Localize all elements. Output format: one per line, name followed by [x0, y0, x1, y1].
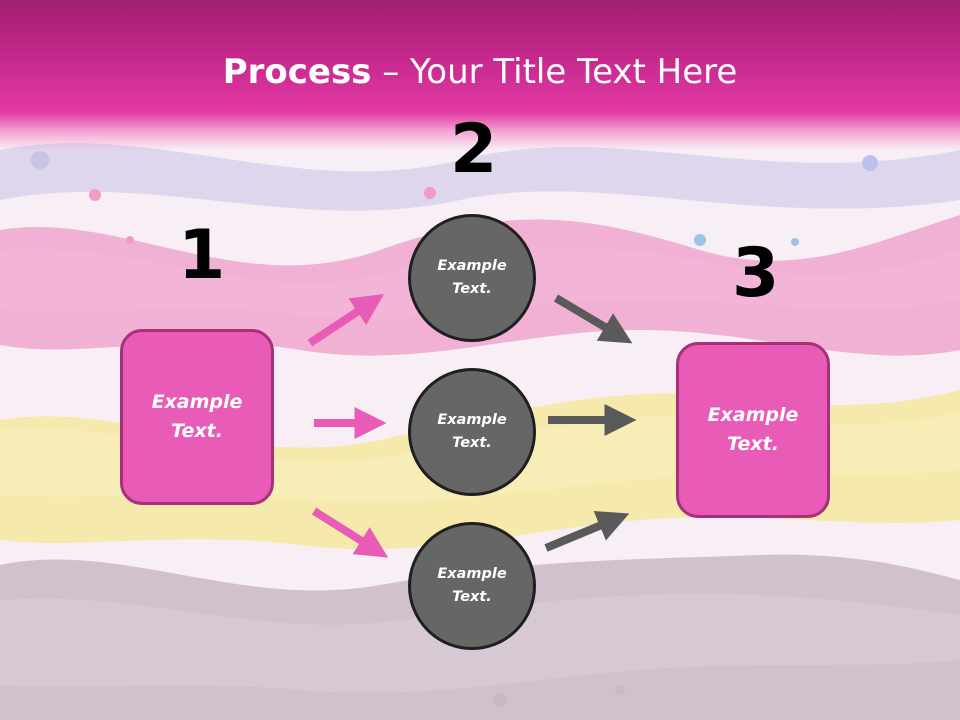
circle-top-label: Example Text. [437, 258, 507, 297]
arrow-gray-up [544, 510, 630, 552]
title-rest: – Your Title Text Here [371, 52, 738, 92]
step-number-3: 3 [732, 234, 780, 313]
circle-middle-label: Example Text. [437, 412, 507, 451]
arrow-gray-down [553, 294, 633, 344]
left-process-box[interactable]: Example Text. [120, 329, 274, 505]
step-number-2: 2 [450, 110, 498, 189]
title-bold: Process [222, 52, 372, 92]
step-number-1: 1 [178, 216, 226, 295]
title-banner [0, 0, 960, 150]
arrow-pink-up [307, 294, 385, 347]
slide-title: Process – Your Title Text Here [0, 52, 960, 92]
process-circle-top[interactable]: Example Text. [408, 214, 536, 342]
process-circle-middle[interactable]: Example Text. [408, 368, 536, 496]
circle-bottom-label: Example Text. [437, 566, 507, 605]
right-process-box[interactable]: Example Text. [676, 342, 830, 518]
right-box-label: Example Text. [707, 404, 799, 455]
arrow-pink-down [311, 507, 389, 558]
left-box-label: Example Text. [151, 391, 243, 442]
process-circle-bottom[interactable]: Example Text. [408, 522, 536, 650]
